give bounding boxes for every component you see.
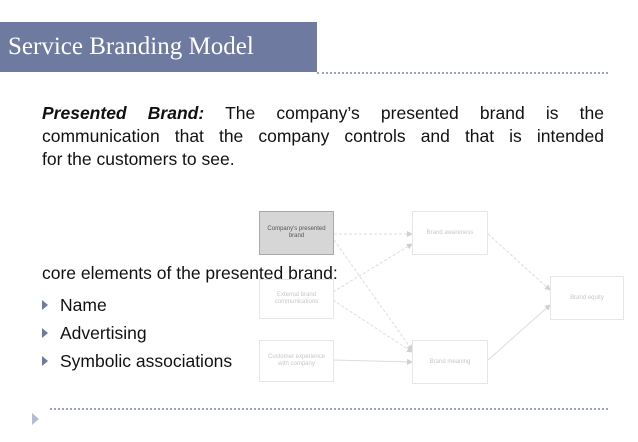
box-company-presented-brand: Company's presented brand bbox=[259, 211, 334, 255]
presented-brand-term: Presented Brand: bbox=[42, 103, 205, 123]
arrow-external-to-meaning bbox=[332, 299, 413, 353]
core-elements-heading: core elements of the presented brand: bbox=[42, 263, 338, 283]
box-brand-awareness: Brand awareness bbox=[412, 211, 488, 255]
bullet-text: Symbolic associations bbox=[60, 351, 233, 371]
list-item: Symbolic associations bbox=[42, 347, 232, 375]
box-external-brand-communications: External brand communications bbox=[259, 279, 334, 319]
arrow-meaning-to-equity bbox=[487, 304, 551, 361]
title-divider bbox=[317, 72, 608, 74]
box-brand-equity: Brand equity bbox=[550, 276, 624, 320]
list-item: Name bbox=[42, 291, 232, 319]
bullet-triangle-icon bbox=[42, 300, 48, 310]
arrow-experience-to-meaning bbox=[332, 358, 413, 365]
bullet-text: Advertising bbox=[60, 323, 147, 343]
arrow-awareness-to-equity bbox=[487, 233, 551, 291]
bullet-triangle-icon bbox=[42, 356, 48, 366]
list-item: Advertising bbox=[42, 319, 232, 347]
core-elements-list: Name Advertising Symbolic associations bbox=[42, 291, 232, 375]
arrow-external-to-awareness bbox=[332, 243, 413, 293]
bullet-triangle-icon bbox=[42, 328, 48, 338]
slide-title: Service Branding Model bbox=[0, 22, 317, 72]
presented-brand-paragraph: Presented Brand: The company’s presented… bbox=[42, 102, 604, 171]
paragraph-line-3: for the customers to see. bbox=[42, 149, 235, 169]
box-customer-experience: Customer experience with company bbox=[259, 340, 334, 382]
paragraph-line-1: Presented Brand: The company’s presented… bbox=[42, 102, 604, 125]
paragraph-line-1-text: The company’s presented brand is the bbox=[225, 103, 605, 123]
box-brand-meaning: Brand meaning bbox=[412, 340, 488, 384]
slide-marker-icon bbox=[32, 413, 39, 425]
paragraph-line-2: communication that the company controls … bbox=[42, 126, 604, 146]
arrow-presented-to-meaning bbox=[333, 239, 413, 351]
footer-divider bbox=[50, 408, 608, 410]
bullet-text: Name bbox=[60, 295, 107, 315]
